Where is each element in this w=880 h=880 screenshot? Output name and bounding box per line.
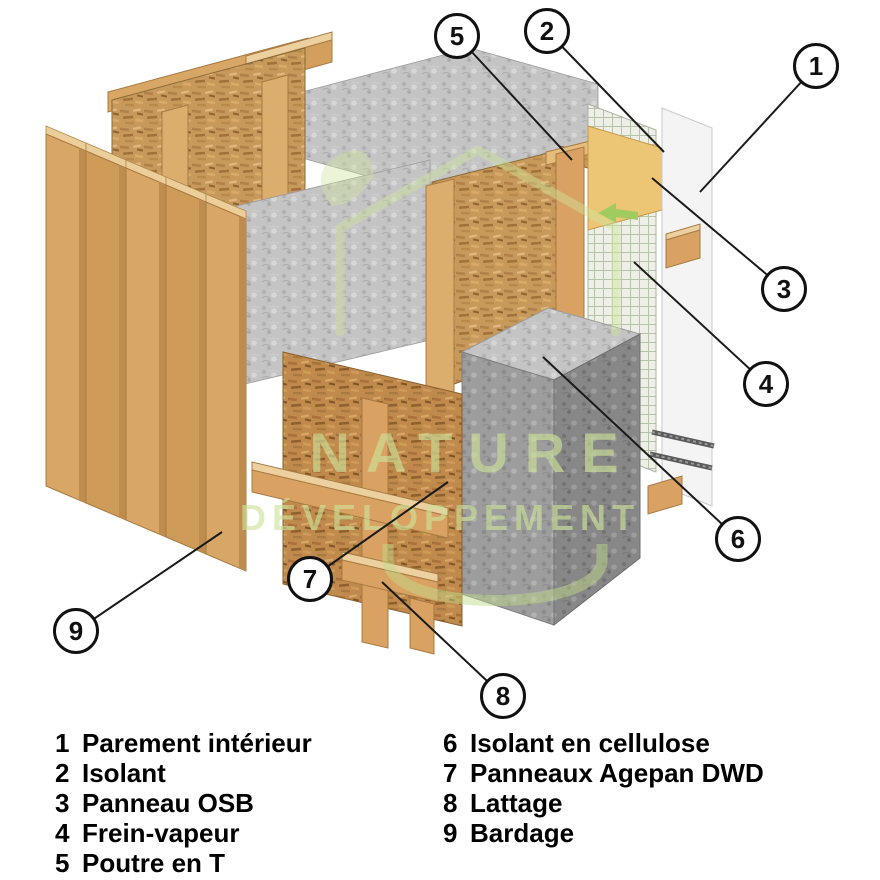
callout-number: 2 <box>539 15 555 46</box>
interior-panel <box>649 107 715 507</box>
watermark-line1: NATURE <box>309 421 634 484</box>
batten-stub-bottom <box>647 475 683 515</box>
legend-item-number: 7 <box>443 758 458 788</box>
callout-number: 7 <box>302 563 318 594</box>
callout-circle-3: 3 <box>761 266 807 312</box>
t-beam <box>545 139 595 346</box>
watermark-leaf-icon <box>320 150 374 206</box>
legend-item-number: 8 <box>443 788 458 818</box>
callout-circle-4: 4 <box>743 361 789 407</box>
callout-circle-8: 8 <box>480 673 526 719</box>
legend-item-4: 4 Frein-vapeur <box>55 818 312 848</box>
legend-item-number: 9 <box>443 818 458 848</box>
legend-item-number: 6 <box>443 728 458 758</box>
callout-circle-6: 6 <box>715 516 761 562</box>
watermark: NATURE DÉVELOPPEMENT <box>240 145 640 606</box>
vertical-batten <box>409 597 435 655</box>
callout-circle-1: 1 <box>793 43 839 89</box>
legend-item-label: Isolant <box>82 758 166 788</box>
callout-number: 9 <box>68 615 84 646</box>
leader-line-8 <box>381 581 504 697</box>
legend-column-right: 6 Isolant en cellulose 7 Panneaux Agepan D… <box>443 728 764 848</box>
watermark-line2: DÉVELOPPEMENT <box>240 497 640 538</box>
legend-item-number: 4 <box>55 818 70 848</box>
legend-item-number: 1 <box>55 728 70 758</box>
callout-number: 5 <box>449 20 465 51</box>
legend-item-8: 8 Lattage <box>443 788 764 818</box>
legend-item-label: Panneaux Agepan DWD <box>470 758 764 788</box>
legend-item-label: Bardage <box>470 818 575 848</box>
screw <box>651 429 715 449</box>
callout-number: 6 <box>730 523 746 554</box>
leader-line-9 <box>75 531 223 632</box>
watermark-u-icon <box>382 544 608 606</box>
callout-circle-2: 2 <box>524 8 570 54</box>
leader-line-4 <box>633 261 767 385</box>
leader-line-3 <box>651 177 785 290</box>
legend-item-6: 6 Isolant en cellulose <box>443 728 764 758</box>
callout-number: 4 <box>758 368 774 399</box>
callout-number: 1 <box>808 50 824 81</box>
callout-number: 3 <box>776 273 792 304</box>
batten-stub-top <box>665 223 701 269</box>
leader-line-7 <box>309 481 449 580</box>
cellulose-block <box>460 307 642 627</box>
leader-line-5 <box>456 35 573 161</box>
legend-item-3: 3 Panneau OSB <box>55 788 312 818</box>
watermark-house-icon <box>335 145 621 337</box>
callout-circle-5: 5 <box>434 13 480 59</box>
leader-line-1 <box>699 65 817 193</box>
screw <box>649 451 713 471</box>
legend-item-5: 5 Poutre en T <box>55 848 312 878</box>
leader-line-6 <box>542 356 739 540</box>
callout-number: 8 <box>495 680 511 711</box>
legend-item-1: 1 Parement intérieur <box>55 728 312 758</box>
legend-item-label: Parement intérieur <box>82 728 312 758</box>
lattage-batten <box>341 551 439 603</box>
callout-circle-9: 9 <box>53 608 99 654</box>
bardage-planks <box>45 125 247 572</box>
callout-circle-7: 7 <box>287 556 333 602</box>
legend-item-7: 7 Panneaux Agepan DWD <box>443 758 764 788</box>
legend-item-number: 3 <box>55 788 70 818</box>
legend-item-number: 5 <box>55 848 70 878</box>
wall-stud <box>425 178 455 406</box>
legend-item-label: Panneau OSB <box>82 788 254 818</box>
legend-item-label: Isolant en cellulose <box>470 728 710 758</box>
legend-item-label: Lattage <box>470 788 563 818</box>
leader-lines <box>75 30 817 697</box>
legend-item-number: 2 <box>55 758 70 788</box>
legend-item-2: 2 Isolant <box>55 758 312 788</box>
airflow-arrow-icon <box>598 203 638 223</box>
legend-item-9: 9 Bardage <box>443 818 764 848</box>
lattage-batten <box>251 461 449 539</box>
leader-line-2 <box>546 30 665 153</box>
legend-item-label: Frein-vapeur <box>82 818 240 848</box>
legend-column-left: 1 Parement intérieur 2 Isolant 3 Panneau OS… <box>55 728 312 878</box>
legend-item-label: Poutre en T <box>82 848 226 878</box>
